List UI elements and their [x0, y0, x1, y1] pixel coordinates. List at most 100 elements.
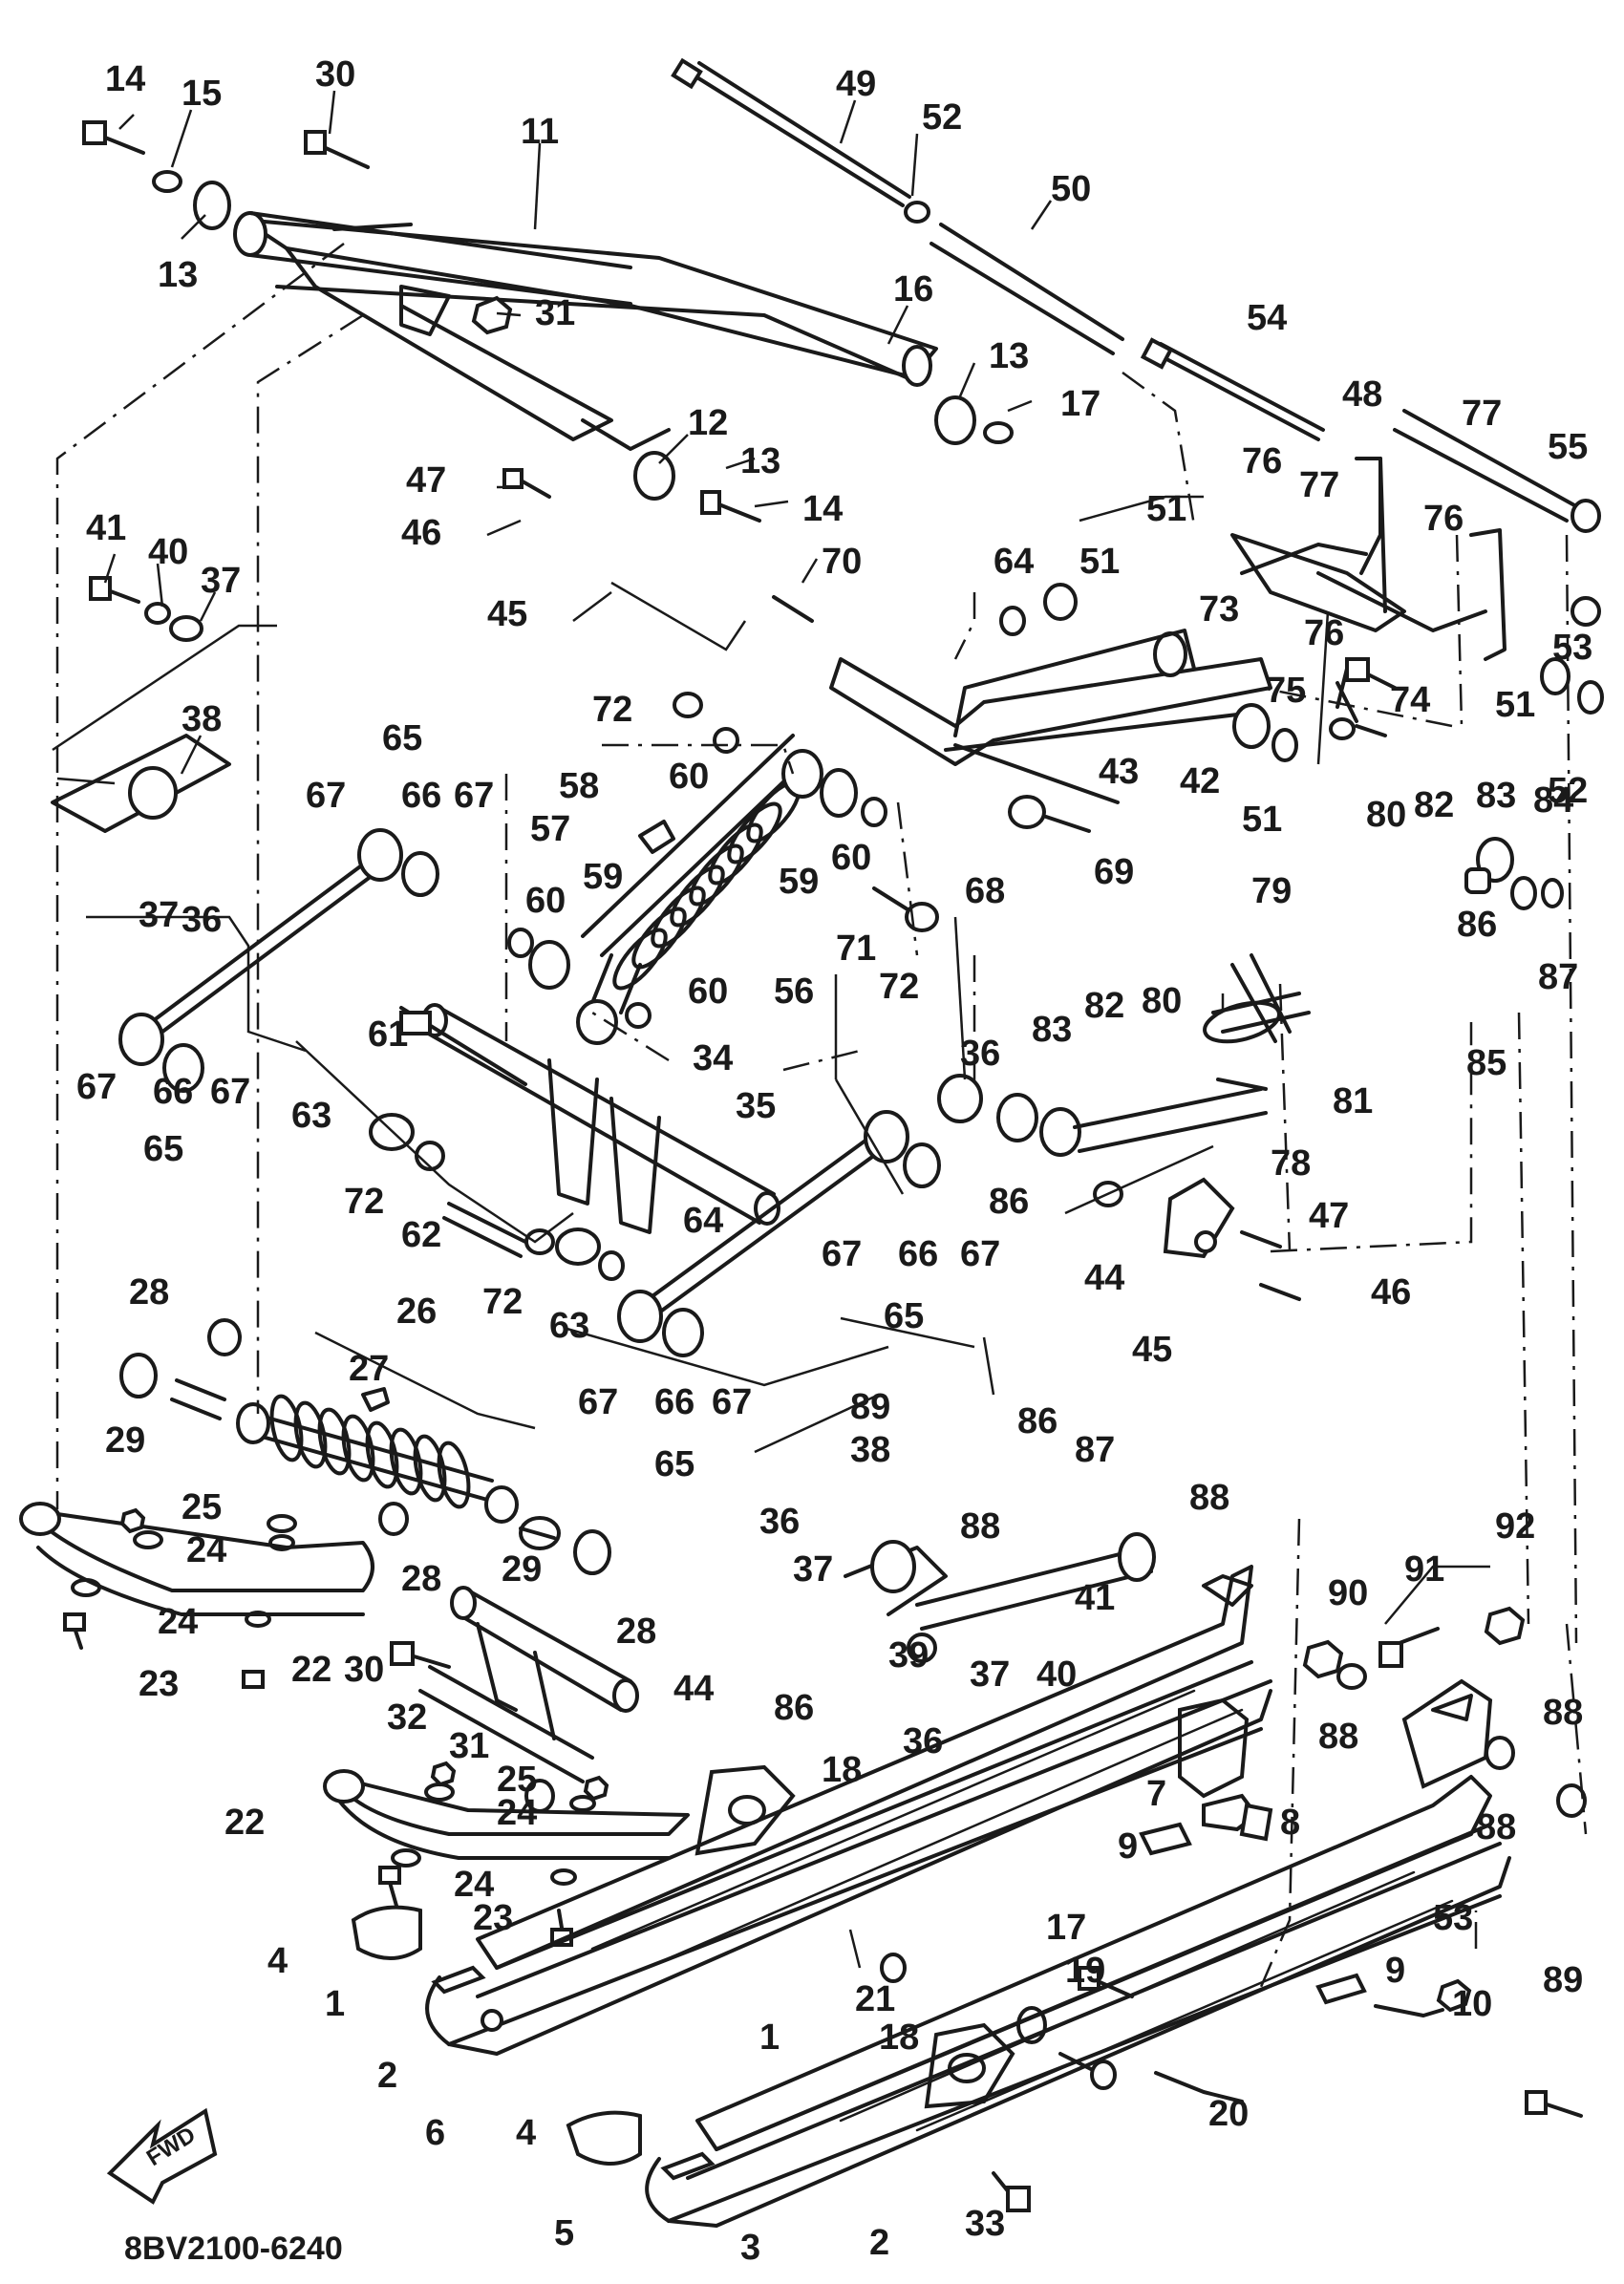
callout-12: 12: [688, 403, 728, 443]
callout-45: 45: [1132, 1330, 1172, 1370]
callout-24: 24: [497, 1793, 537, 1833]
callout-8: 8: [1280, 1803, 1300, 1843]
callout-70: 70: [822, 542, 862, 582]
drawing-code: 8BV2100-6240: [124, 2231, 343, 2267]
callout-1: 1: [759, 2017, 780, 2058]
callout-22: 22: [291, 1650, 331, 1690]
callout-77: 77: [1299, 465, 1339, 505]
pivot-shaft: [399, 1003, 780, 1234]
callout-31: 31: [449, 1726, 489, 1766]
front-slide-rails: [19, 1502, 690, 1947]
callout-51: 51: [1495, 685, 1535, 725]
callout-29: 29: [105, 1420, 145, 1461]
callout-66: 66: [654, 1382, 694, 1422]
callout-67: 67: [578, 1382, 618, 1422]
callout-20: 20: [1208, 2094, 1249, 2134]
callout-71: 71: [836, 929, 876, 969]
callout-10: 10: [1452, 1984, 1492, 2024]
callout-88: 88: [1318, 1717, 1358, 1757]
callout-75: 75: [1266, 671, 1306, 711]
callout-37: 37: [201, 561, 241, 601]
callout-6: 6: [425, 2113, 445, 2153]
callout-67: 67: [306, 776, 346, 816]
callout-38: 38: [850, 1430, 890, 1470]
callout-42: 42: [1180, 761, 1220, 801]
callout-31: 31: [535, 293, 575, 333]
callout-30: 30: [344, 1650, 384, 1690]
callout-60: 60: [525, 881, 566, 921]
callout-88: 88: [1476, 1807, 1516, 1847]
callout-35: 35: [736, 1086, 776, 1126]
callout-88: 88: [1189, 1478, 1229, 1518]
callout-5: 5: [554, 2213, 574, 2253]
callout-83: 83: [1032, 1010, 1072, 1050]
callout-86: 86: [774, 1688, 814, 1728]
callout-79: 79: [1251, 871, 1292, 911]
front-arm: [51, 734, 1156, 1813]
rear-shock: [507, 692, 939, 1045]
callout-69: 69: [1094, 852, 1134, 892]
callout-4: 4: [516, 2113, 536, 2153]
callout-67: 67: [960, 1234, 1000, 1274]
callout-86: 86: [989, 1182, 1029, 1222]
callout-46: 46: [1371, 1272, 1411, 1313]
callout-39: 39: [888, 1635, 929, 1676]
callout-49: 49: [836, 64, 876, 104]
callout-33: 33: [965, 2204, 1005, 2244]
callout-3: 3: [740, 2228, 760, 2268]
callout-58: 58: [559, 766, 599, 806]
callout-87: 87: [1538, 957, 1578, 997]
callout-16: 16: [893, 269, 933, 310]
callout-67: 67: [822, 1234, 862, 1274]
callout-23: 23: [139, 1664, 179, 1704]
callout-46: 46: [401, 513, 441, 553]
exploded-view-lines: [52, 243, 1588, 1988]
callout-65: 65: [884, 1296, 924, 1336]
arm-rods-65: [118, 828, 941, 1357]
callout-92: 92: [1495, 1506, 1535, 1547]
bushings: [369, 953, 1311, 1301]
callout-36: 36: [759, 1502, 800, 1542]
callout-45: 45: [487, 594, 527, 634]
callout-86: 86: [1017, 1401, 1058, 1441]
callout-53: 53: [1552, 628, 1592, 668]
callout-65: 65: [382, 718, 422, 758]
callout-88: 88: [960, 1506, 1000, 1547]
callout-36: 36: [182, 900, 222, 940]
rail-brackets: [694, 1606, 1587, 2212]
callout-22: 22: [224, 1803, 265, 1843]
callout-80: 80: [1142, 981, 1182, 1021]
callout-67: 67: [76, 1067, 117, 1107]
callout-9: 9: [1385, 1951, 1405, 1991]
long-rods: [671, 57, 1325, 441]
callout-87: 87: [1075, 1430, 1115, 1470]
callout-77: 77: [1462, 394, 1502, 434]
callout-37: 37: [793, 1549, 833, 1590]
callout-26: 26: [396, 1291, 437, 1332]
callout-83: 83: [1476, 776, 1516, 816]
callout-11: 11: [521, 112, 559, 152]
callout-60: 60: [669, 757, 709, 797]
callout-76: 76: [1304, 613, 1344, 653]
rear-arm-assembly: [829, 409, 1601, 804]
callout-36: 36: [903, 1721, 943, 1761]
callout-17: 17: [1046, 1908, 1086, 1948]
callout-68: 68: [965, 871, 1005, 911]
callout-52: 52: [922, 97, 962, 138]
callout-28: 28: [616, 1612, 656, 1652]
front-shock: [119, 1318, 611, 1575]
main-slide-rails: [351, 1565, 1511, 2228]
callout-85: 85: [1466, 1043, 1506, 1083]
callout-18: 18: [879, 2017, 919, 2058]
callout-67: 67: [712, 1382, 752, 1422]
callout-17: 17: [1060, 384, 1100, 424]
callout-61: 61: [368, 1014, 408, 1055]
callout-48: 48: [1342, 374, 1382, 415]
callout-13: 13: [740, 441, 780, 481]
callout-67: 67: [210, 1072, 250, 1112]
callout-53: 53: [1433, 1898, 1473, 1938]
callout-13: 13: [158, 255, 198, 295]
callout-65: 65: [654, 1444, 694, 1484]
